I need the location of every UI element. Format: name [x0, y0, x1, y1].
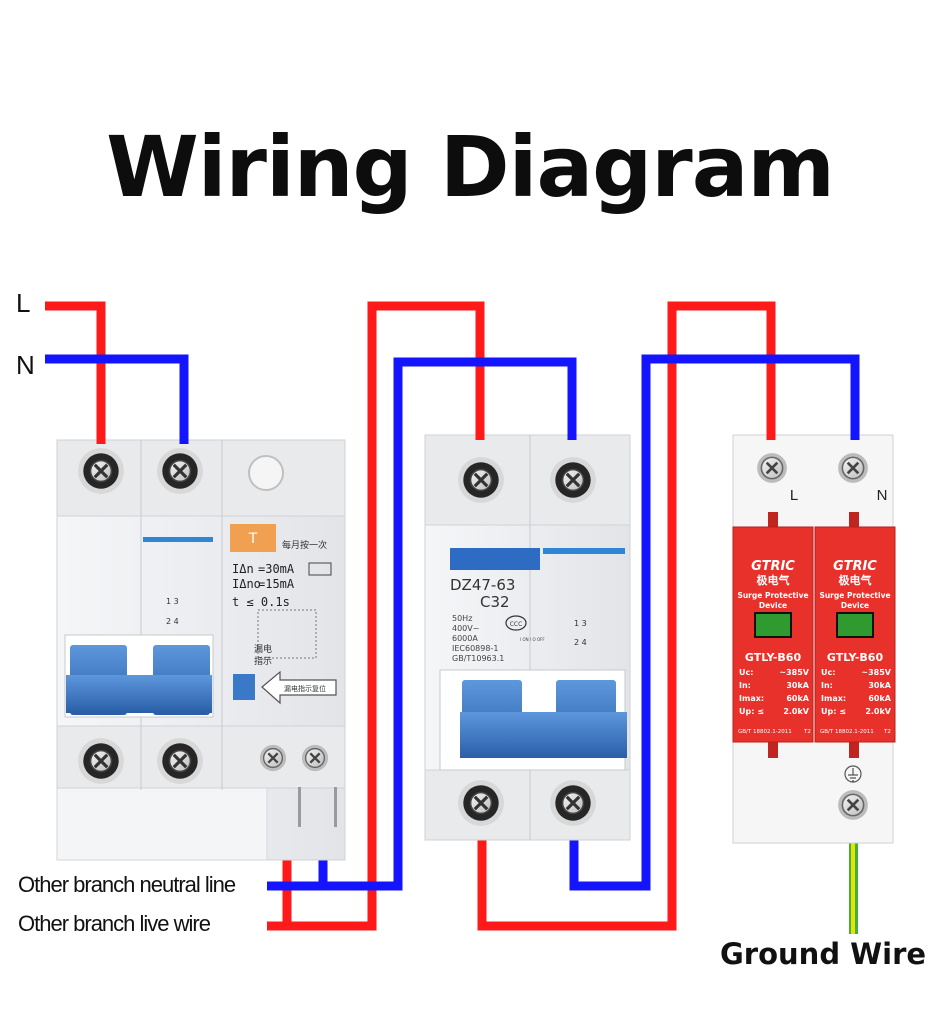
rcbo-t-value: t ≤ 0.1s [232, 595, 290, 609]
neutral-branch-label: Other branch neutral line [18, 872, 236, 897]
svg-text:30kA: 30kA [868, 681, 891, 690]
rcbo-test-hint: 每月按一次 [282, 539, 327, 551]
mcb-breaker: DZ47-63 C32 50Hz 400V~ 6000A IEC60898-1 … [424, 434, 631, 841]
rcbo-breaker: T 每月按一次 IΔn =30mA IΔno =15mA t ≤ 0.1s 1 … [56, 439, 346, 861]
rcbo-indicate-label: 指示 [254, 655, 272, 667]
svg-text:T2: T2 [803, 729, 811, 735]
rcbo-poles: 1 3 [166, 597, 179, 606]
spd-model: GTLY-B60 [745, 651, 802, 664]
svg-text:2.0kV: 2.0kV [783, 707, 809, 716]
spd-model: GTLY-B60 [827, 651, 884, 664]
spd-indicator [754, 612, 792, 638]
svg-text:Imax:: Imax: [821, 694, 846, 703]
svg-text:Uc:: Uc: [739, 668, 753, 677]
mcb-std1: IEC60898-1 [452, 644, 498, 653]
svg-text:2.0kV: 2.0kV [865, 707, 891, 716]
spd-terminal-L: L [790, 487, 798, 504]
svg-text:Imax:: Imax: [739, 694, 764, 703]
svg-text:Up: ≤: Up: ≤ [739, 707, 764, 716]
svg-text:Up: ≤: Up: ≤ [821, 707, 846, 716]
rcbo-ino-value: =15mA [258, 577, 295, 591]
ground-wire [849, 842, 858, 934]
mcb-poles-bottom: 2 4 [574, 638, 587, 647]
rcbo-poles-bottom: 2 4 [166, 617, 179, 626]
svg-text:GB/T 18802.1-2011: GB/T 18802.1-2011 [738, 729, 792, 735]
rcbo-ino-label: IΔno [232, 577, 261, 591]
mcb-rating: C32 [480, 593, 510, 611]
spd-type2: Device [759, 601, 787, 610]
svg-text:T2: T2 [883, 729, 891, 735]
svg-text:Uc:: Uc: [821, 668, 835, 677]
mcb-model: DZ47-63 [450, 576, 515, 594]
rcbo-test-label: T [248, 531, 258, 547]
neutral-input-label: N [16, 350, 35, 380]
rcbo-leak-label: 漏电 [254, 643, 272, 655]
page-title: Wiring Diagram [106, 118, 835, 216]
spd-indicator [836, 612, 874, 638]
spd-terminal-N: N [877, 487, 888, 504]
svg-text:~385V: ~385V [861, 668, 891, 677]
spd-brand: GTRIC [833, 559, 877, 574]
svg-text:In:: In: [739, 681, 751, 690]
ground-wire-label: Ground Wire [720, 937, 927, 971]
spd-module-left: GTRIC 极电气 Surge Protective Device GTLY-B… [732, 526, 814, 743]
mcb-spd-neutral-wire [569, 354, 860, 891]
rcbo-test-button[interactable] [230, 524, 276, 552]
rcbo-in-label: IΔn [232, 562, 254, 576]
spd-type2: Device [841, 601, 869, 610]
svg-text:In:: In: [821, 681, 833, 690]
spd-brand: GTRIC [751, 559, 795, 574]
spd-brand-cn: 极电气 [839, 573, 872, 587]
rcbo-reset-hint: 漏电指示复位 [284, 684, 326, 693]
reset-arrow-icon [261, 670, 337, 705]
wiring [45, 301, 860, 931]
mcb-spd-live-wire [477, 301, 776, 931]
rcbo-reset-indicator[interactable] [233, 674, 255, 700]
spd-type1: Surge Protective [737, 591, 808, 600]
rcbo-in-value: =30mA [258, 562, 295, 576]
input-neutral-wire [45, 354, 189, 440]
mcb-capacity: 6000A [452, 634, 478, 643]
svg-text:30kA: 30kA [786, 681, 809, 690]
mcb-freq: 50Hz [452, 614, 472, 623]
mcb-voltage: 400V~ [452, 624, 479, 633]
ccc-cert-icon: CCC [505, 615, 527, 631]
live-branch-label: Other branch live wire [18, 911, 211, 936]
rcbo-mcb-live-wire [282, 301, 485, 931]
svg-text:GB/T 18802.1-2011: GB/T 18802.1-2011 [820, 729, 874, 735]
spd-module-right: GTRIC 极电气 Surge Protective Device GTLY-B… [814, 526, 896, 743]
svg-text:60kA: 60kA [786, 694, 809, 703]
svg-text:60kA: 60kA [868, 694, 891, 703]
spd-brand-cn: 极电气 [757, 573, 790, 587]
spd-type1: Surge Protective [819, 591, 890, 600]
earth-ground-icon [844, 765, 862, 783]
live-input-label: L [16, 288, 31, 318]
surge-protector: L N GTRIC 极电气 Surge Protective Device GT… [732, 434, 896, 844]
rcbo-mcb-neutral-wire [318, 357, 577, 891]
svg-text:CCC: CCC [510, 621, 523, 628]
input-live-wire [45, 301, 106, 440]
svg-text:~385V: ~385V [779, 668, 809, 677]
mcb-std2: GB/T10963.1 [452, 654, 504, 663]
mcb-poles: 1 3 [574, 619, 587, 628]
mcb-on-off: I ON / O OFF [520, 637, 545, 642]
